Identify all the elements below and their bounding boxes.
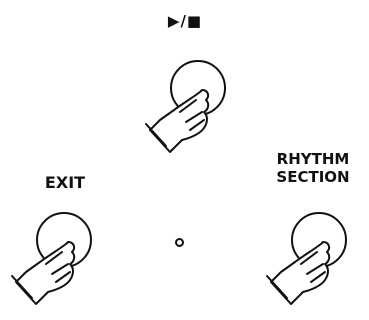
rhythm-section-button[interactable]	[259, 200, 369, 320]
play-stop-label: ▶/■	[150, 12, 220, 30]
exit-label: EXIT	[30, 173, 100, 192]
play-stop-button[interactable]	[130, 48, 240, 158]
rhythm-section-label-line2: SECTION	[258, 168, 368, 186]
rhythm-section-label: RHYTHM SECTION	[258, 150, 368, 186]
led-indicator	[175, 238, 184, 247]
rhythm-section-label-line1: RHYTHM	[258, 150, 368, 168]
exit-button[interactable]	[0, 200, 110, 320]
